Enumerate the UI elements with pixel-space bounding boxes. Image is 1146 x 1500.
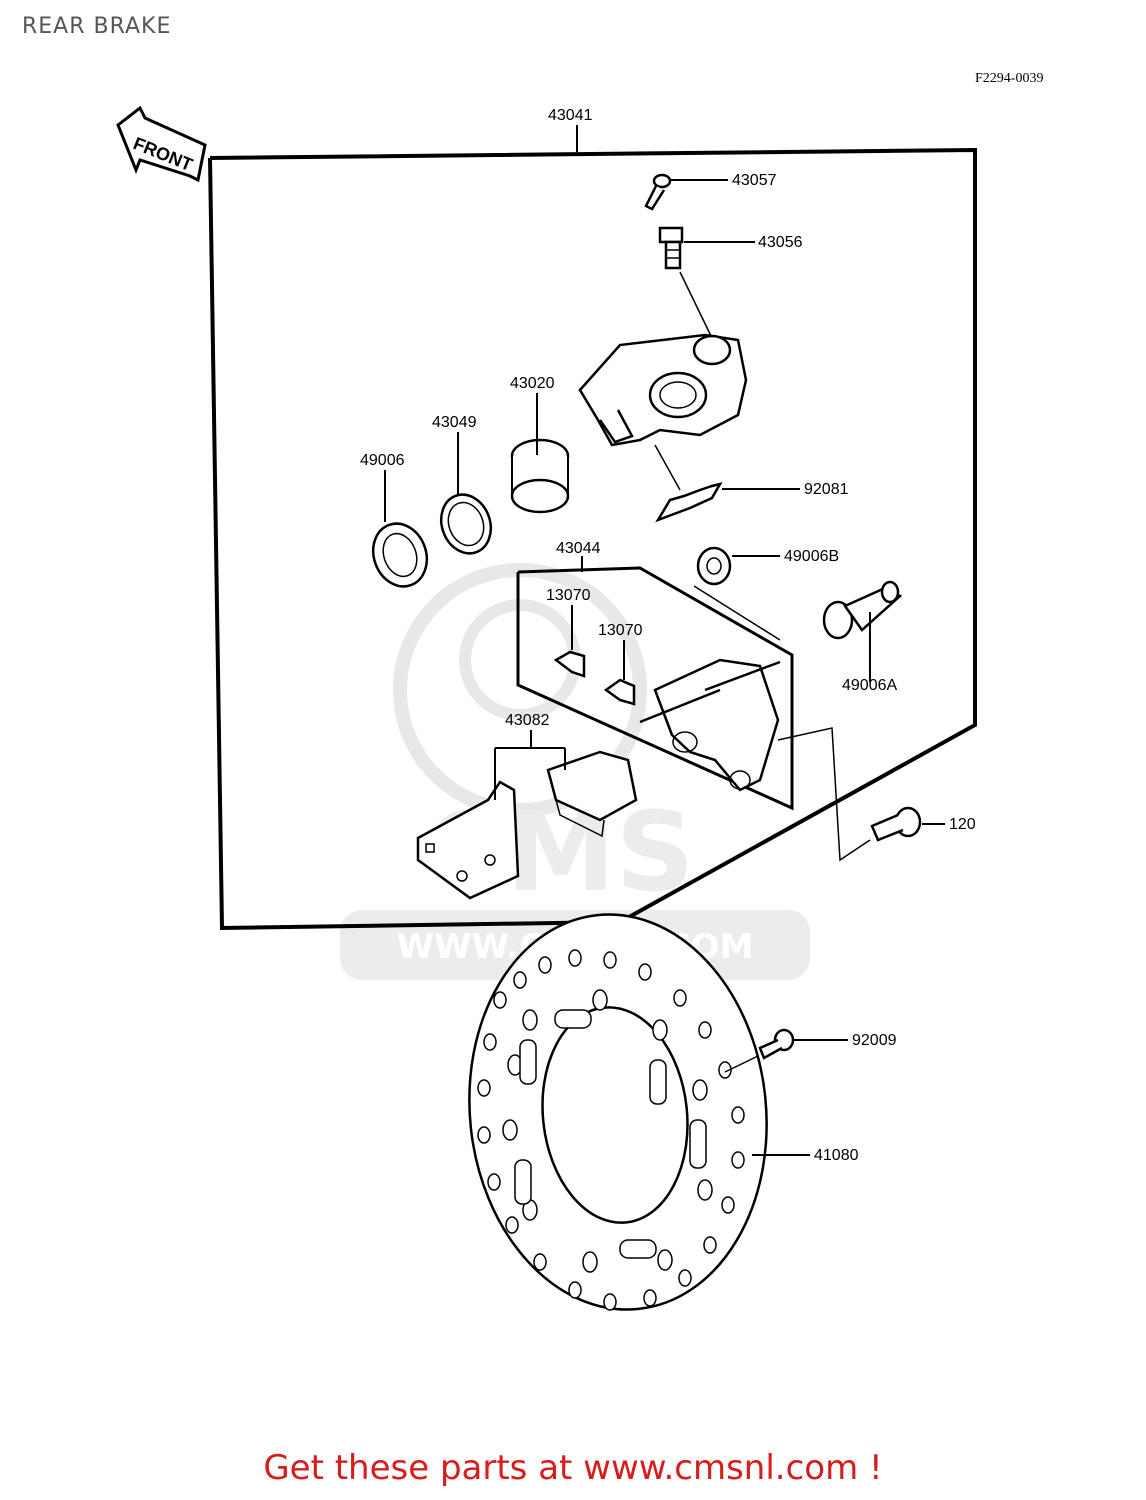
- disc-bolt-part: [758, 1028, 795, 1060]
- bleeder-valve-part: [658, 226, 684, 270]
- caliper-body-part: [578, 333, 748, 447]
- assembly-outline: [208, 147, 977, 931]
- bleeder-cap-part: [644, 173, 672, 211]
- callout-41080: 41080: [814, 1147, 859, 1164]
- pad-clip-2-part: [603, 678, 636, 706]
- callout-43020: 43020: [510, 375, 555, 392]
- pad-clip-1-part: [553, 650, 586, 678]
- footer-cta: Get these parts at www.cmsnl.com !: [263, 1448, 883, 1488]
- callout-43041: 43041: [548, 107, 593, 124]
- piston-part: [510, 438, 570, 514]
- brake-pad-front-part: [546, 750, 638, 838]
- callout-43049: 43049: [432, 414, 477, 431]
- callout-92009: 92009: [852, 1032, 897, 1049]
- bracket-outline: [516, 566, 794, 811]
- front-arrow-icon: FRONT: [116, 105, 207, 183]
- callout-43044: 43044: [556, 540, 601, 557]
- callout-49006: 49006: [360, 452, 405, 469]
- figure-code: F2294-0039: [975, 71, 1043, 86]
- page-title: REAR BRAKE: [22, 14, 172, 39]
- dust-seal-part: [371, 522, 429, 588]
- piston-seal-part: [439, 493, 493, 555]
- brake-pad-rear-part: [416, 780, 520, 900]
- callout-49006A: 49006A: [842, 677, 897, 694]
- callout-13070-b: 13070: [598, 622, 643, 639]
- callout-13070-a: 13070: [546, 587, 591, 604]
- bolt-part: [870, 806, 922, 842]
- boot-pin-part: [822, 580, 903, 640]
- brake-disc-part: [468, 913, 768, 1311]
- callout-43057: 43057: [732, 172, 777, 189]
- callout-49006B: 49006B: [784, 548, 839, 565]
- callout-43082: 43082: [505, 712, 550, 729]
- caliper-bracket-part: [639, 658, 781, 792]
- pad-spring-part: [655, 482, 723, 523]
- callout-92081: 92081: [804, 481, 849, 498]
- boot-small-part: [696, 546, 732, 586]
- callout-43056: 43056: [758, 234, 803, 251]
- callout-120: 120: [949, 816, 976, 833]
